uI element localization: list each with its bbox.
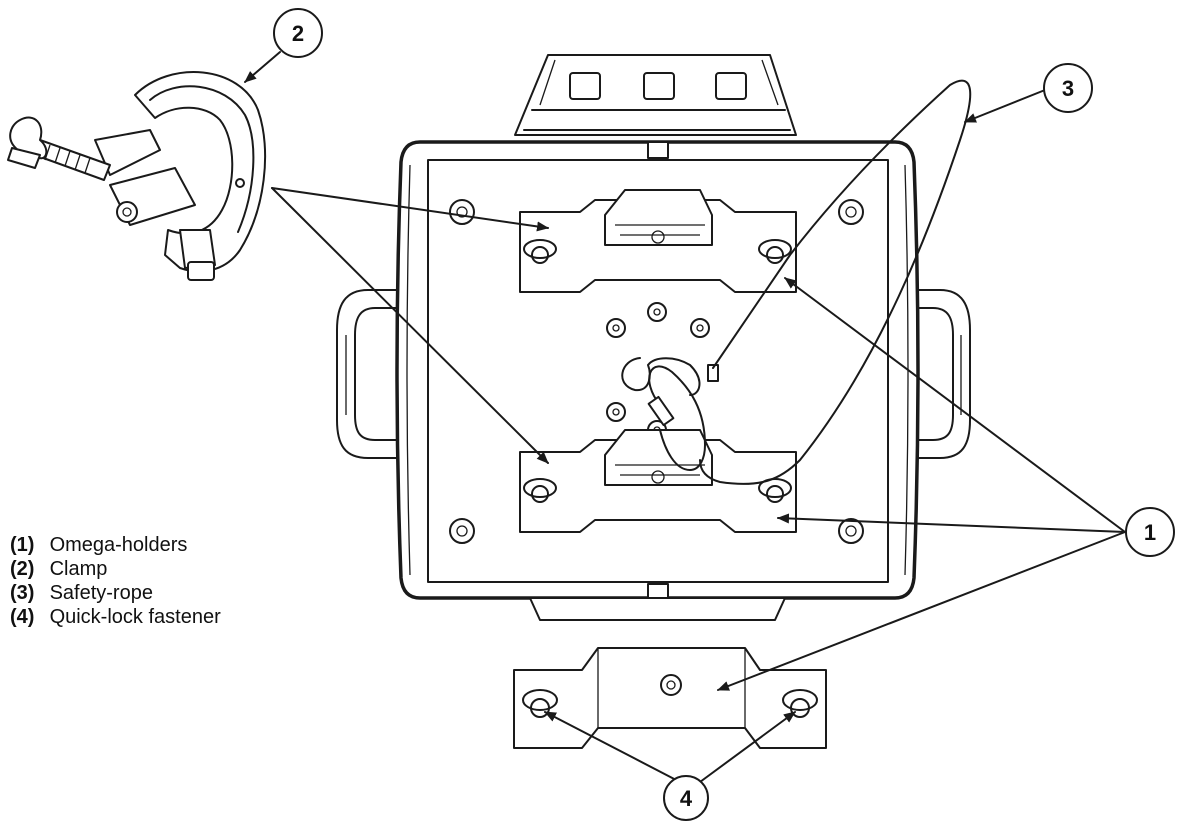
callout-4-label: 4	[680, 786, 693, 811]
arrow-1c	[717, 531, 1126, 691]
callout-arrows	[244, 51, 1126, 783]
legend-item-number: (4)	[10, 606, 35, 628]
legend-item-clamp: (2) Clamp	[10, 557, 310, 581]
arrow-clamp-lower	[271, 187, 549, 464]
right-handle	[904, 289, 971, 459]
legend-item-quick-lock-fastener: (4) Quick-lock fastener	[10, 605, 310, 629]
callout-1-label: 1	[1144, 520, 1156, 545]
legend-item-safety-rope: (3) Safety-rope	[10, 581, 310, 605]
arrow-1a	[784, 277, 1126, 533]
arrow-clamp-upper	[271, 187, 549, 232]
legend: (1) Omega-holders (2) Clamp (3) Safety-r…	[10, 533, 310, 629]
omega-holder-upper	[519, 189, 797, 293]
arrow-3	[964, 89, 1046, 123]
callout-3: 3	[1043, 63, 1093, 113]
callout-1: 1	[1125, 507, 1175, 557]
legend-item-omega-holders: (1) Omega-holders	[10, 533, 310, 557]
legend-item-number: (3)	[10, 582, 35, 604]
callout-3-label: 3	[1062, 76, 1074, 101]
legend-item-label: Safety-rope	[49, 582, 153, 604]
legend-item-label: Clamp	[49, 558, 108, 580]
callout-2: 2	[273, 8, 323, 58]
legend-item-label: Omega-holders	[49, 534, 188, 556]
safety-rope	[647, 79, 972, 485]
clamp	[7, 71, 267, 281]
legend-item-number: (1)	[10, 534, 35, 556]
left-handle	[336, 289, 411, 459]
omega-holder-lower	[519, 429, 797, 533]
callout-4: 4	[663, 775, 709, 821]
legend-item-number: (2)	[10, 558, 35, 580]
arrow-4a	[544, 711, 681, 783]
arrow-4b	[699, 711, 796, 783]
callout-2-label: 2	[292, 21, 304, 46]
omega-holder-detached	[513, 647, 827, 749]
fixture-head	[514, 54, 797, 136]
arrow-1b	[777, 513, 1126, 533]
arrow-2	[244, 51, 281, 83]
legend-item-label: Quick-lock fastener	[49, 606, 221, 628]
